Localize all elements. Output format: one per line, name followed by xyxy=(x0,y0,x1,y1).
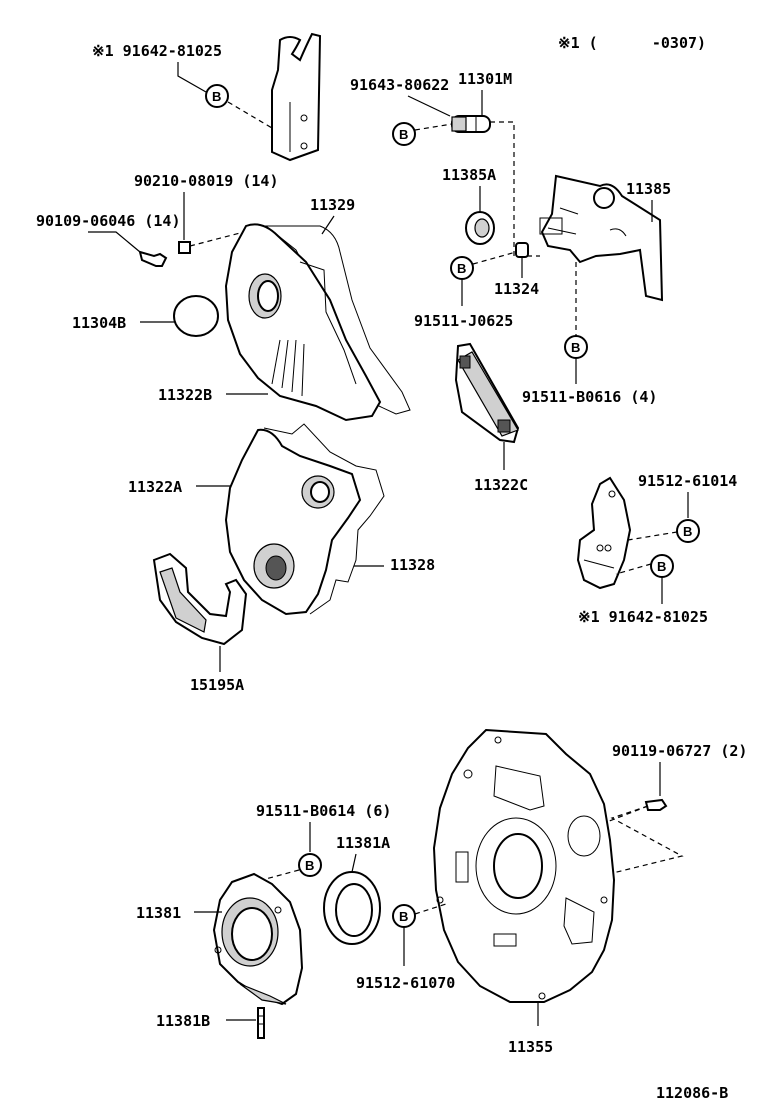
bolt-marker-b-6: B xyxy=(650,554,674,578)
label-90119-06727: 90119-06727 (2) xyxy=(612,742,747,760)
label-91512-61070: 91512-61070 xyxy=(356,974,455,992)
label-11385A: 11385A xyxy=(442,166,496,184)
svg-text:B: B xyxy=(399,127,408,142)
bolt-90119 xyxy=(644,798,668,811)
bolt-marker-b-4: B xyxy=(564,335,588,359)
cover-11322b xyxy=(224,223,382,422)
label-11381A: 11381A xyxy=(336,834,390,852)
label-91511-B0616: 91511-B0616 (4) xyxy=(522,388,657,406)
label-11355: 11355 xyxy=(508,1038,553,1056)
label-11385: 11385 xyxy=(626,180,671,198)
label-11301M: 11301M xyxy=(458,70,512,88)
gasket-11328 xyxy=(263,423,385,615)
label-90210-08019: 90210-08019 (14) xyxy=(134,172,279,190)
seal-11381a xyxy=(323,871,381,945)
svg-text:B: B xyxy=(399,909,408,924)
svg-text:B: B xyxy=(212,89,221,104)
bolt-marker-b-8: B xyxy=(392,904,416,928)
bolt-marker-b-3: B xyxy=(450,256,474,280)
note-header: ※1 ( -0307) xyxy=(558,34,706,52)
label-11322C: 11322C xyxy=(474,476,528,494)
cover-15195a xyxy=(152,552,248,646)
label-91511-J0625: 91511-J0625 xyxy=(414,312,513,330)
label-91643-80622: 91643-80622 xyxy=(350,76,449,94)
label-11328: 11328 xyxy=(390,556,435,574)
retainer-11381 xyxy=(212,872,304,1006)
svg-text:B: B xyxy=(305,858,314,873)
bolt-marker-b-1: B xyxy=(205,84,229,108)
label-11329: 11329 xyxy=(310,196,355,214)
bracket-right xyxy=(576,476,632,590)
diagram-code: 112086-B xyxy=(656,1084,728,1102)
label-91642-81025-bottom: ※1 91642-81025 xyxy=(578,608,708,626)
bracket-top-left xyxy=(271,32,322,162)
label-11322B: 11322B xyxy=(158,386,212,404)
nut-11324 xyxy=(515,242,529,258)
bolt-marker-b-2: B xyxy=(392,122,416,146)
label-11322A: 11322A xyxy=(128,478,182,496)
label-15195A: 15195A xyxy=(190,676,244,694)
svg-text:B: B xyxy=(457,261,466,276)
end-plate-11355 xyxy=(432,728,616,1003)
label-11381B: 11381B xyxy=(156,1012,210,1030)
label-91511-B0614: 91511-B0614 (6) xyxy=(256,802,391,820)
leader-91642-top xyxy=(177,62,207,93)
label-11304B: 11304B xyxy=(72,314,126,332)
oil-control-valve xyxy=(451,115,491,133)
plug-11304b xyxy=(173,295,219,337)
label-11381: 11381 xyxy=(136,904,181,922)
bolt-marker-b-5: B xyxy=(676,519,700,543)
svg-text:B: B xyxy=(683,524,692,539)
bolt-90109 xyxy=(138,250,168,267)
label-90109-06046: 90109-06046 (14) xyxy=(36,212,181,230)
pin-11381b xyxy=(257,1007,265,1039)
cover-11322c xyxy=(454,342,520,444)
label-11324: 11324 xyxy=(494,280,539,298)
bolt-marker-b-7: B xyxy=(298,853,322,877)
label-91642-81025-top: ※1 91642-81025 xyxy=(92,42,222,60)
label-91512-61014: 91512-61014 xyxy=(638,472,737,490)
bracket-11385 xyxy=(539,174,664,302)
seal-11385a xyxy=(465,211,495,245)
svg-text:B: B xyxy=(657,559,666,574)
washer-90210 xyxy=(178,241,191,254)
dash-91642-top xyxy=(227,101,273,129)
cover-11322a xyxy=(224,428,362,616)
svg-text:B: B xyxy=(571,340,580,355)
